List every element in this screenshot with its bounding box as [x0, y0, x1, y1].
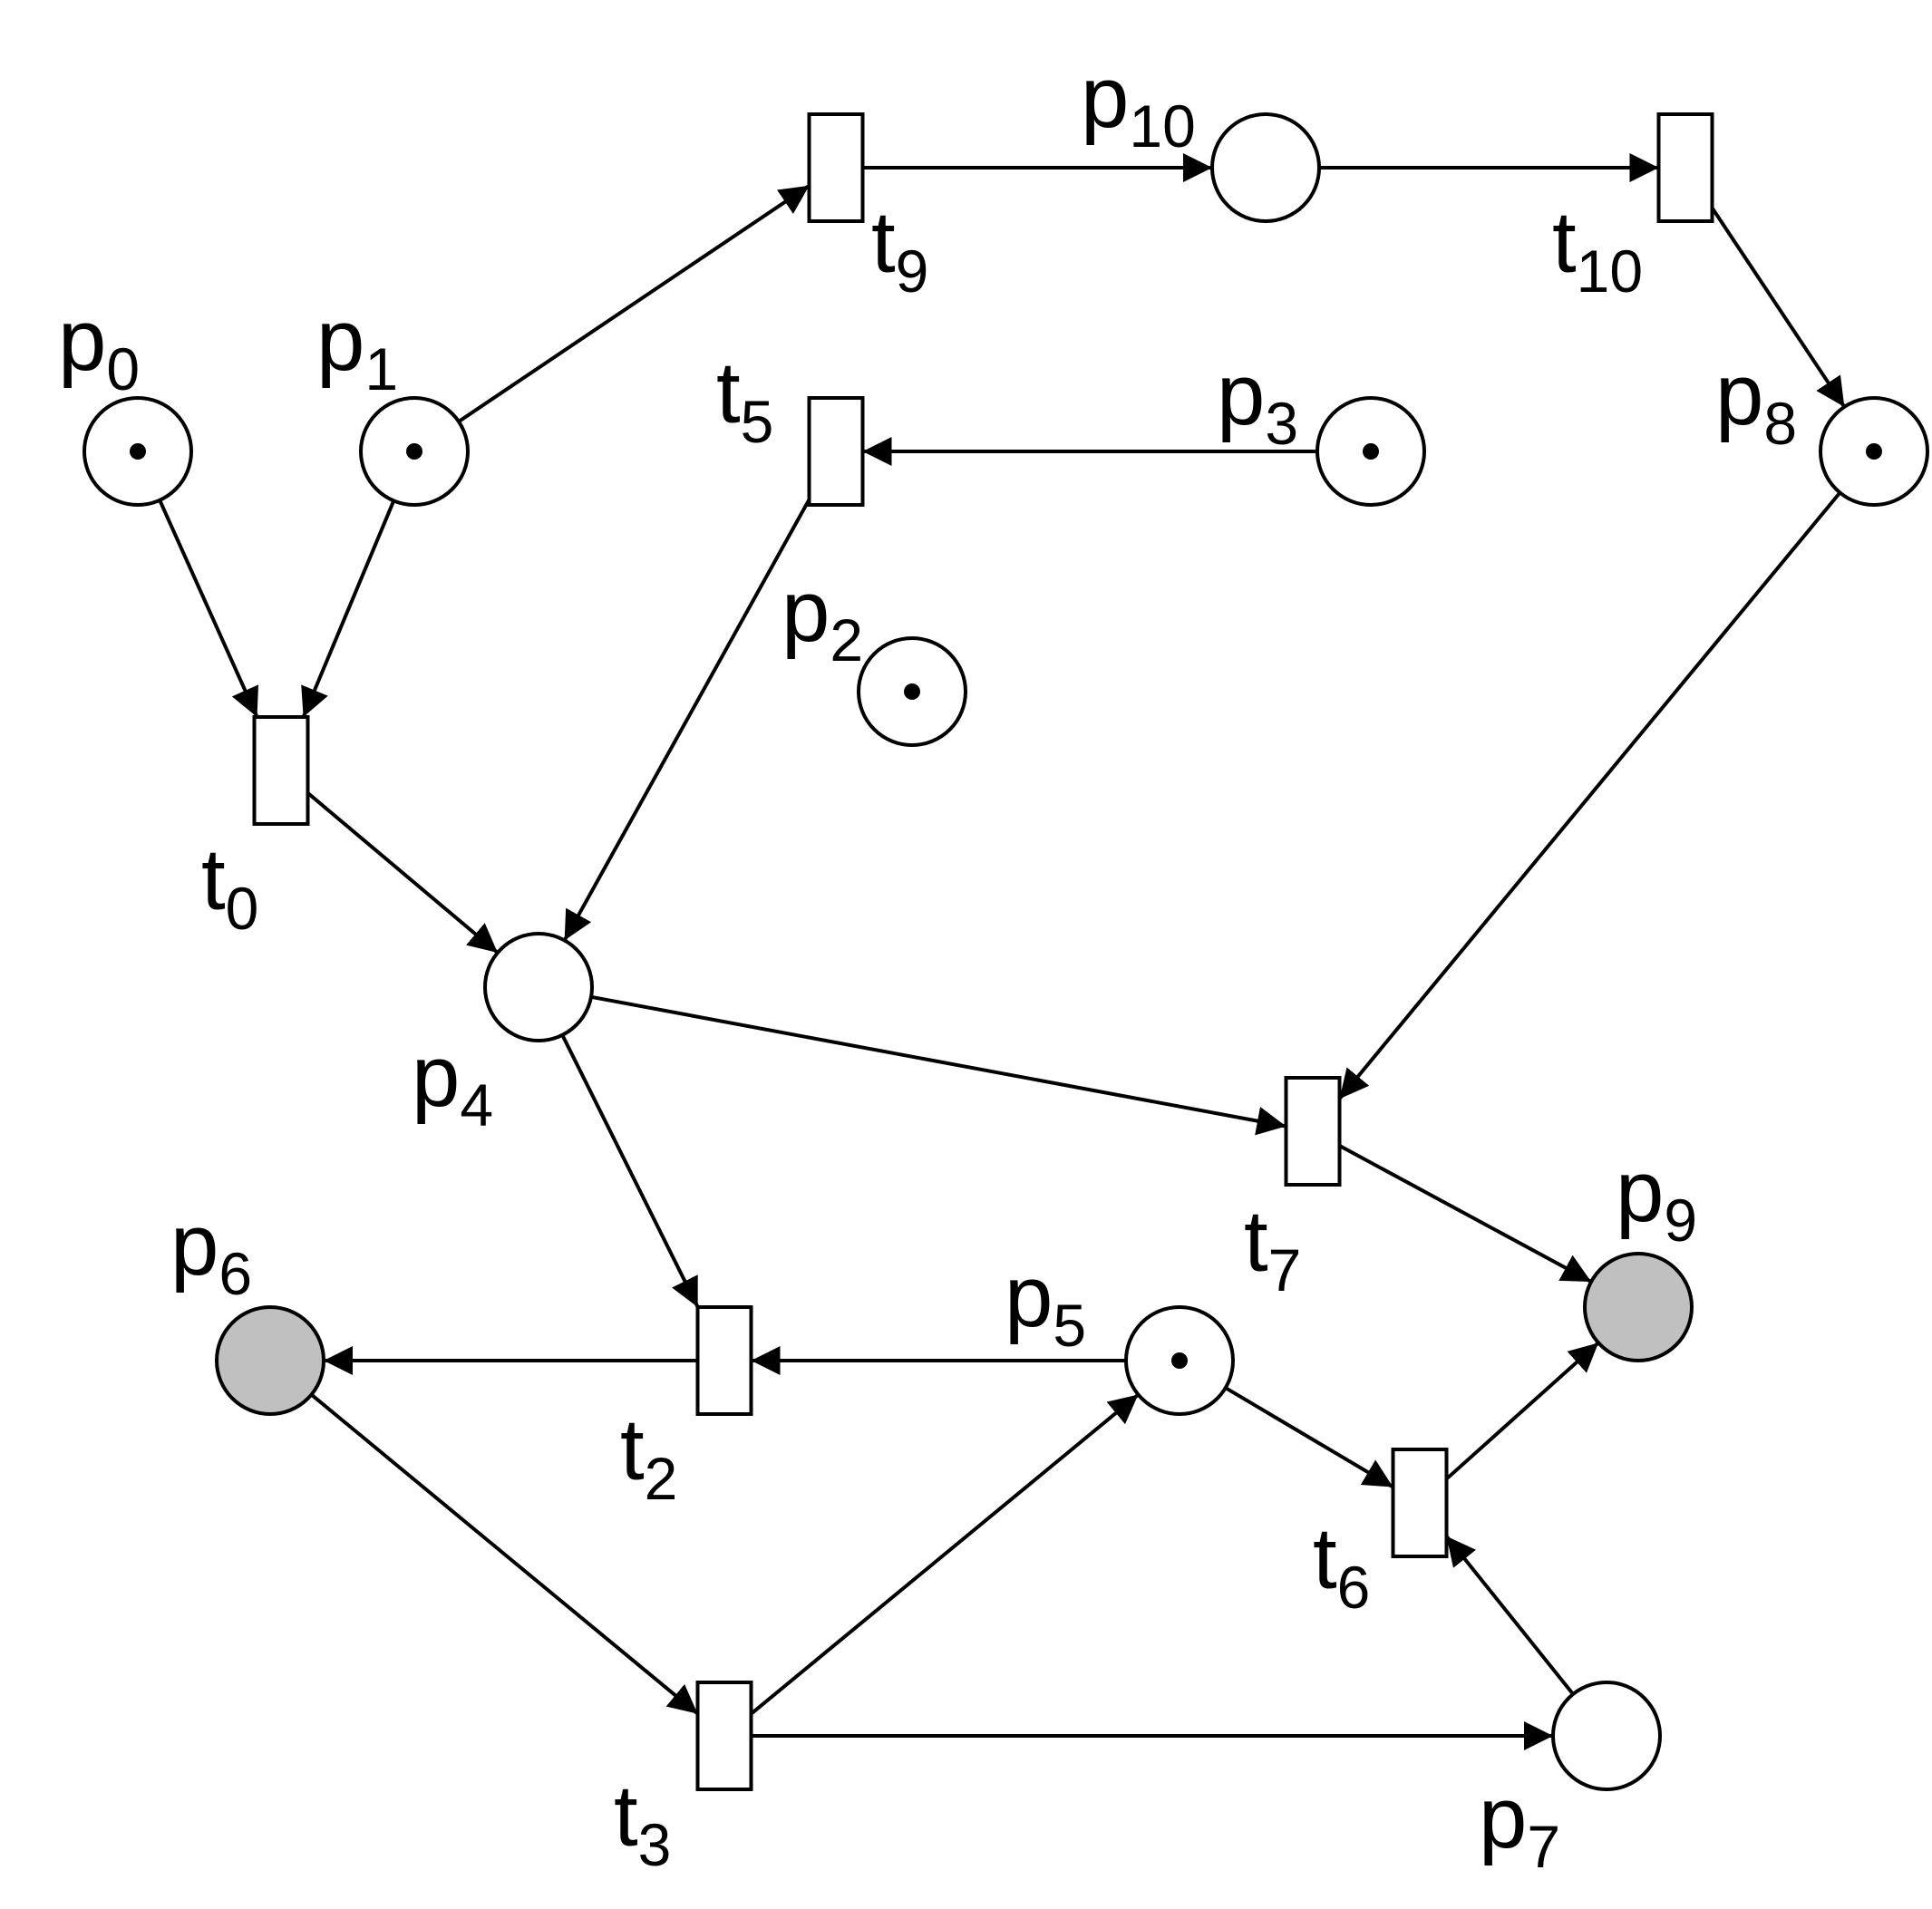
- transition-t6: [1391, 1448, 1449, 1558]
- label-p7: p7: [1479, 1769, 1560, 1880]
- arc-t5-to-p4: [562, 499, 811, 942]
- transition-t10: [1656, 112, 1714, 223]
- arc-t0-to-p4: [306, 791, 500, 954]
- place-p7: [1551, 1681, 1662, 1791]
- label-t5: t5: [716, 344, 773, 455]
- label-p4: p4: [412, 1028, 493, 1139]
- label-t0: t0: [201, 831, 258, 942]
- place-circle: [1551, 1681, 1662, 1791]
- label-p2: p2: [782, 563, 863, 673]
- label-t6: t6: [1313, 1510, 1370, 1621]
- label-t10: t10: [1552, 194, 1643, 305]
- arcs-layer: [158, 153, 1847, 1750]
- arc-p7-to-t6: [1444, 1535, 1575, 1696]
- arc-p6-to-t3: [310, 1393, 699, 1716]
- transition-t0: [252, 715, 310, 826]
- place-circle: [1583, 1252, 1694, 1362]
- arc-p1-to-t0: [301, 499, 396, 718]
- token-dot: [904, 683, 920, 700]
- label-t7: t7: [1244, 1193, 1301, 1303]
- arc-p0-to-t0: [158, 499, 259, 718]
- label-p3: p3: [1217, 346, 1298, 457]
- label-t3: t3: [614, 1768, 671, 1878]
- place-p8: [1819, 396, 1929, 507]
- label-p10: p10: [1081, 49, 1196, 160]
- nodes-layer: [83, 112, 1929, 1791]
- place-circle: [1210, 112, 1321, 223]
- place-circle: [483, 932, 594, 1042]
- labels-layer: p0 p1 p2 p3 p4 p5 p6 p7 p8 p9 p10 t0 t2 t3 t5 t6 t7 t9 t10: [58, 49, 1797, 1880]
- token-dot: [1866, 443, 1882, 460]
- place-p2: [857, 636, 967, 747]
- label-p8: p8: [1715, 346, 1797, 457]
- transition-t9: [807, 112, 865, 223]
- transition-t2: [695, 1305, 753, 1416]
- arc-p5-to-t6: [1224, 1386, 1394, 1489]
- transition-t5: [807, 396, 865, 507]
- place-p3: [1316, 396, 1426, 507]
- label-p5: p5: [1005, 1248, 1086, 1359]
- label-p1: p1: [316, 292, 398, 402]
- arc-p1-to-t9: [457, 184, 811, 423]
- label-p6: p6: [170, 1197, 252, 1307]
- transition-t7: [1284, 1076, 1342, 1187]
- arc-p4-to-t7: [590, 994, 1286, 1136]
- place-p5: [1124, 1305, 1235, 1416]
- token-dot: [1363, 443, 1379, 460]
- label-t9: t9: [871, 194, 928, 305]
- token-dot: [406, 443, 422, 460]
- place-p10: [1210, 112, 1321, 223]
- token-dot: [130, 443, 146, 460]
- label-t2: t2: [620, 1401, 677, 1512]
- arc-t3-to-p5: [750, 1392, 1140, 1716]
- place-p6: [215, 1305, 325, 1416]
- label-p9: p9: [1616, 1143, 1697, 1254]
- arc-t6-to-p9: [1445, 1341, 1600, 1481]
- place-p0: [83, 396, 193, 507]
- arc-p8-to-t7: [1337, 491, 1841, 1100]
- arc-p4-to-t2: [560, 1033, 700, 1308]
- transition-t3: [695, 1681, 753, 1791]
- place-p1: [359, 396, 470, 507]
- arc-t10-to-p8: [1710, 207, 1847, 408]
- token-dot: [1171, 1352, 1188, 1369]
- arc-t7-to-p9: [1338, 1144, 1593, 1284]
- place-circle: [215, 1305, 325, 1416]
- label-p0: p0: [58, 292, 140, 402]
- place-p4: [483, 932, 594, 1042]
- place-p9: [1583, 1252, 1694, 1362]
